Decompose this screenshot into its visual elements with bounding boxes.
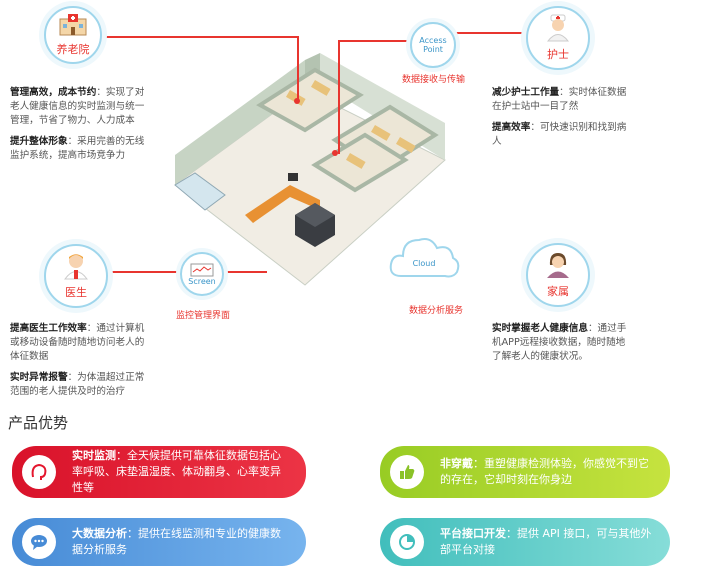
advantage-big-data: 大数据分析：提供在线监测和专业的健康数据分析服务: [12, 518, 306, 566]
advantage-text: 平台接口开发：提供 API 接口，可与其他外部平台对接: [440, 527, 652, 556]
desc-paragraph: 减少护士工作量：实时体征数据在护士站中一目了然: [492, 87, 627, 112]
desc-paragraph: 实时掌握老人健康信息：通过手机APP远程接收数据，随时随地了解老人的健康状况。: [492, 323, 627, 362]
access-point-label: Point: [423, 45, 443, 54]
advantage-non-wearable: 非穿戴：重塑健康检测体验，你感觉不到它的存在，它却时刻在你身边: [380, 446, 670, 498]
desc-paragraph: 实时异常报警：为体温超过正常范围的老人提供及时的治疗: [10, 372, 145, 397]
connector-line: [338, 40, 340, 154]
nurse-icon: [546, 14, 570, 42]
thumb-up-icon: [390, 455, 424, 489]
floor-plan-illustration: [174, 53, 446, 286]
monitor-ui-caption: 监控管理界面: [176, 311, 231, 321]
monitor-icon: [190, 263, 214, 276]
desc-paragraph: 提高医生工作效率：通过计算机或移动设备随时随地访问老人的体征数据: [10, 323, 145, 362]
data-analysis-caption: 数据分析服务: [409, 306, 464, 316]
desc-paragraph: 提高效率：可快速识别和找到病人: [492, 122, 627, 147]
advantage-realtime-monitoring: 实时监测：全天候提供可靠体征数据包括心率呼吸、床垫温湿度、体动翻身、心率变异性等: [12, 446, 306, 498]
section-title: 产品优势: [8, 414, 69, 432]
desc-paragraph: 管理高效，成本节约：实现了对老人健康信息的实时监测与统一管理，节省了物力、人力成…: [10, 87, 145, 126]
left-top-description: 管理高效，成本节约：实现了对老人健康信息的实时监测与统一管理，节省了物力、人力成…: [10, 86, 152, 170]
doctor-label: 医生: [65, 286, 87, 299]
chat-icon: [22, 525, 56, 559]
advantage-platform-api: 平台接口开发：提供 API 接口，可与其他外部平台对接: [380, 518, 670, 566]
connector-line: [338, 40, 410, 42]
pie-chart-icon: [390, 525, 424, 559]
connector-line: [215, 271, 267, 273]
doctor-node: 医生: [44, 244, 108, 308]
building-icon: [59, 14, 87, 36]
right-bottom-description: 实时掌握老人健康信息：通过手机APP远程接收数据，随时随地了解老人的健康状况。: [492, 322, 634, 371]
family-node: 家属: [526, 243, 590, 307]
advantage-text: 实时监测：全天候提供可靠体征数据包括心率呼吸、床垫温湿度、体动翻身、心率变异性等: [72, 449, 281, 494]
right-top-description: 减少护士工作量：实时体征数据在护士站中一目了然 提高效率：可快速识别和找到病人: [492, 86, 634, 156]
data-transfer-caption: 数据接收与传输: [402, 75, 466, 85]
screen-label: Screen: [188, 276, 216, 286]
nurse-label: 护士: [547, 48, 569, 61]
screen-node: Screen: [180, 252, 224, 296]
connector-line: [100, 271, 180, 273]
cloud-icon: Cloud: [389, 238, 460, 278]
family-label: 家属: [547, 285, 569, 298]
connector-line: [297, 36, 299, 103]
access-point-node: Access Point: [410, 22, 456, 68]
family-icon: [547, 253, 569, 278]
connector-line: [445, 32, 527, 34]
doctor-icon: [64, 254, 88, 280]
desc-paragraph: 提升整体形象：采用完善的无线监护系统，提高市场竞争力: [10, 136, 145, 161]
cloud-label: Cloud: [413, 259, 436, 268]
nursing-home-label: 养老院: [56, 43, 90, 56]
advantage-text: 非穿戴：重塑健康检测体验，你感觉不到它的存在，它却时刻在你身边: [440, 457, 649, 486]
heart-rate-icon: [22, 455, 56, 489]
nursing-home-node: 养老院: [44, 6, 102, 64]
advantage-text: 大数据分析：提供在线监测和专业的健康数据分析服务: [72, 527, 281, 556]
access-point-label: Access: [419, 36, 447, 45]
left-bottom-description: 提高医生工作效率：通过计算机或移动设备随时随地访问老人的体征数据 实时异常报警：…: [10, 322, 152, 406]
connector-line: [100, 36, 298, 38]
nurse-node: 护士: [526, 6, 590, 70]
